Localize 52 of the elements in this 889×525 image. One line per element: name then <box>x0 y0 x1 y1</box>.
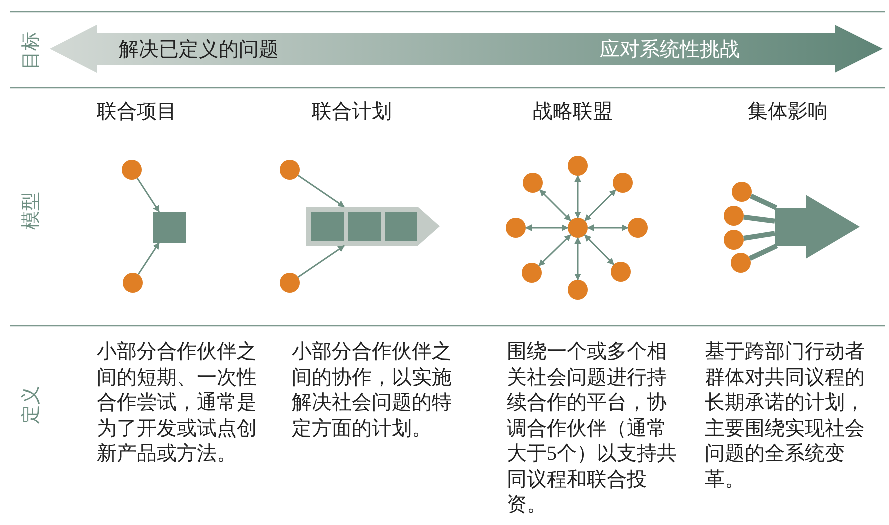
circle-node <box>280 273 300 293</box>
connector-line <box>750 194 778 210</box>
circle-node <box>506 218 526 238</box>
arrow-shape <box>775 195 860 259</box>
square-node <box>311 212 344 241</box>
circle-node <box>613 173 633 193</box>
arrow <box>584 234 615 266</box>
circle-node <box>280 160 300 180</box>
arrow-label: 应对系统性挑战 <box>600 38 740 63</box>
circle-node <box>611 262 631 282</box>
circle-node <box>523 173 543 193</box>
column-header: 联合项目 <box>97 100 177 125</box>
arrow <box>138 242 160 276</box>
arrow <box>540 190 572 222</box>
connector-line <box>744 214 776 224</box>
square-node <box>153 212 186 243</box>
square-node <box>348 212 381 241</box>
circle-node <box>724 206 744 226</box>
arrow <box>136 178 160 213</box>
arrow-band <box>306 207 440 246</box>
circle-node <box>123 273 143 293</box>
arrow <box>584 190 616 222</box>
circle-node <box>568 156 588 176</box>
column-header: 战略联盟 <box>533 100 613 125</box>
arrow <box>298 174 345 208</box>
row-header: 模型 <box>20 192 43 230</box>
row-header: 目标 <box>20 32 43 70</box>
circle-node <box>122 160 142 180</box>
column-header: 联合计划 <box>312 100 392 125</box>
arrow <box>574 237 582 281</box>
circle-node <box>568 218 588 238</box>
circle-node <box>628 218 648 238</box>
connector-line <box>744 231 776 241</box>
circle-node <box>732 182 752 202</box>
circle-node <box>724 230 744 250</box>
definition-text: 围绕一个或多个相关社会问题进行持续合作的平台，协调合作伙伴（通常大于5个）以支持共同议程和联合投资。 <box>507 340 677 518</box>
arrow <box>525 224 569 232</box>
column-header: 集体影响 <box>748 100 828 125</box>
definition-text: 小部分合作伙伴之间的协作，以实施解决社会问题的特定方面的计划。 <box>292 340 453 442</box>
definition-text: 基于跨部门行动者群体对共同议程的长期承诺的计划，主要围绕实现社会问题的全系统变革。 <box>705 340 866 492</box>
arrow-label: 解决已定义的问题 <box>119 38 279 63</box>
arrow <box>538 234 572 267</box>
definition-text: 小部分合作伙伴之间的短期、一次性合作尝试，通常是为了开发或试点创新产品或方法。 <box>97 340 258 467</box>
arrow <box>587 224 629 232</box>
circle-node <box>731 253 751 273</box>
circle-node <box>568 280 588 300</box>
arrow <box>574 175 582 219</box>
square-node <box>385 212 417 241</box>
connector-line <box>748 244 778 261</box>
arrow <box>298 245 345 278</box>
row-header: 定义 <box>20 386 43 424</box>
circle-node <box>522 263 542 283</box>
